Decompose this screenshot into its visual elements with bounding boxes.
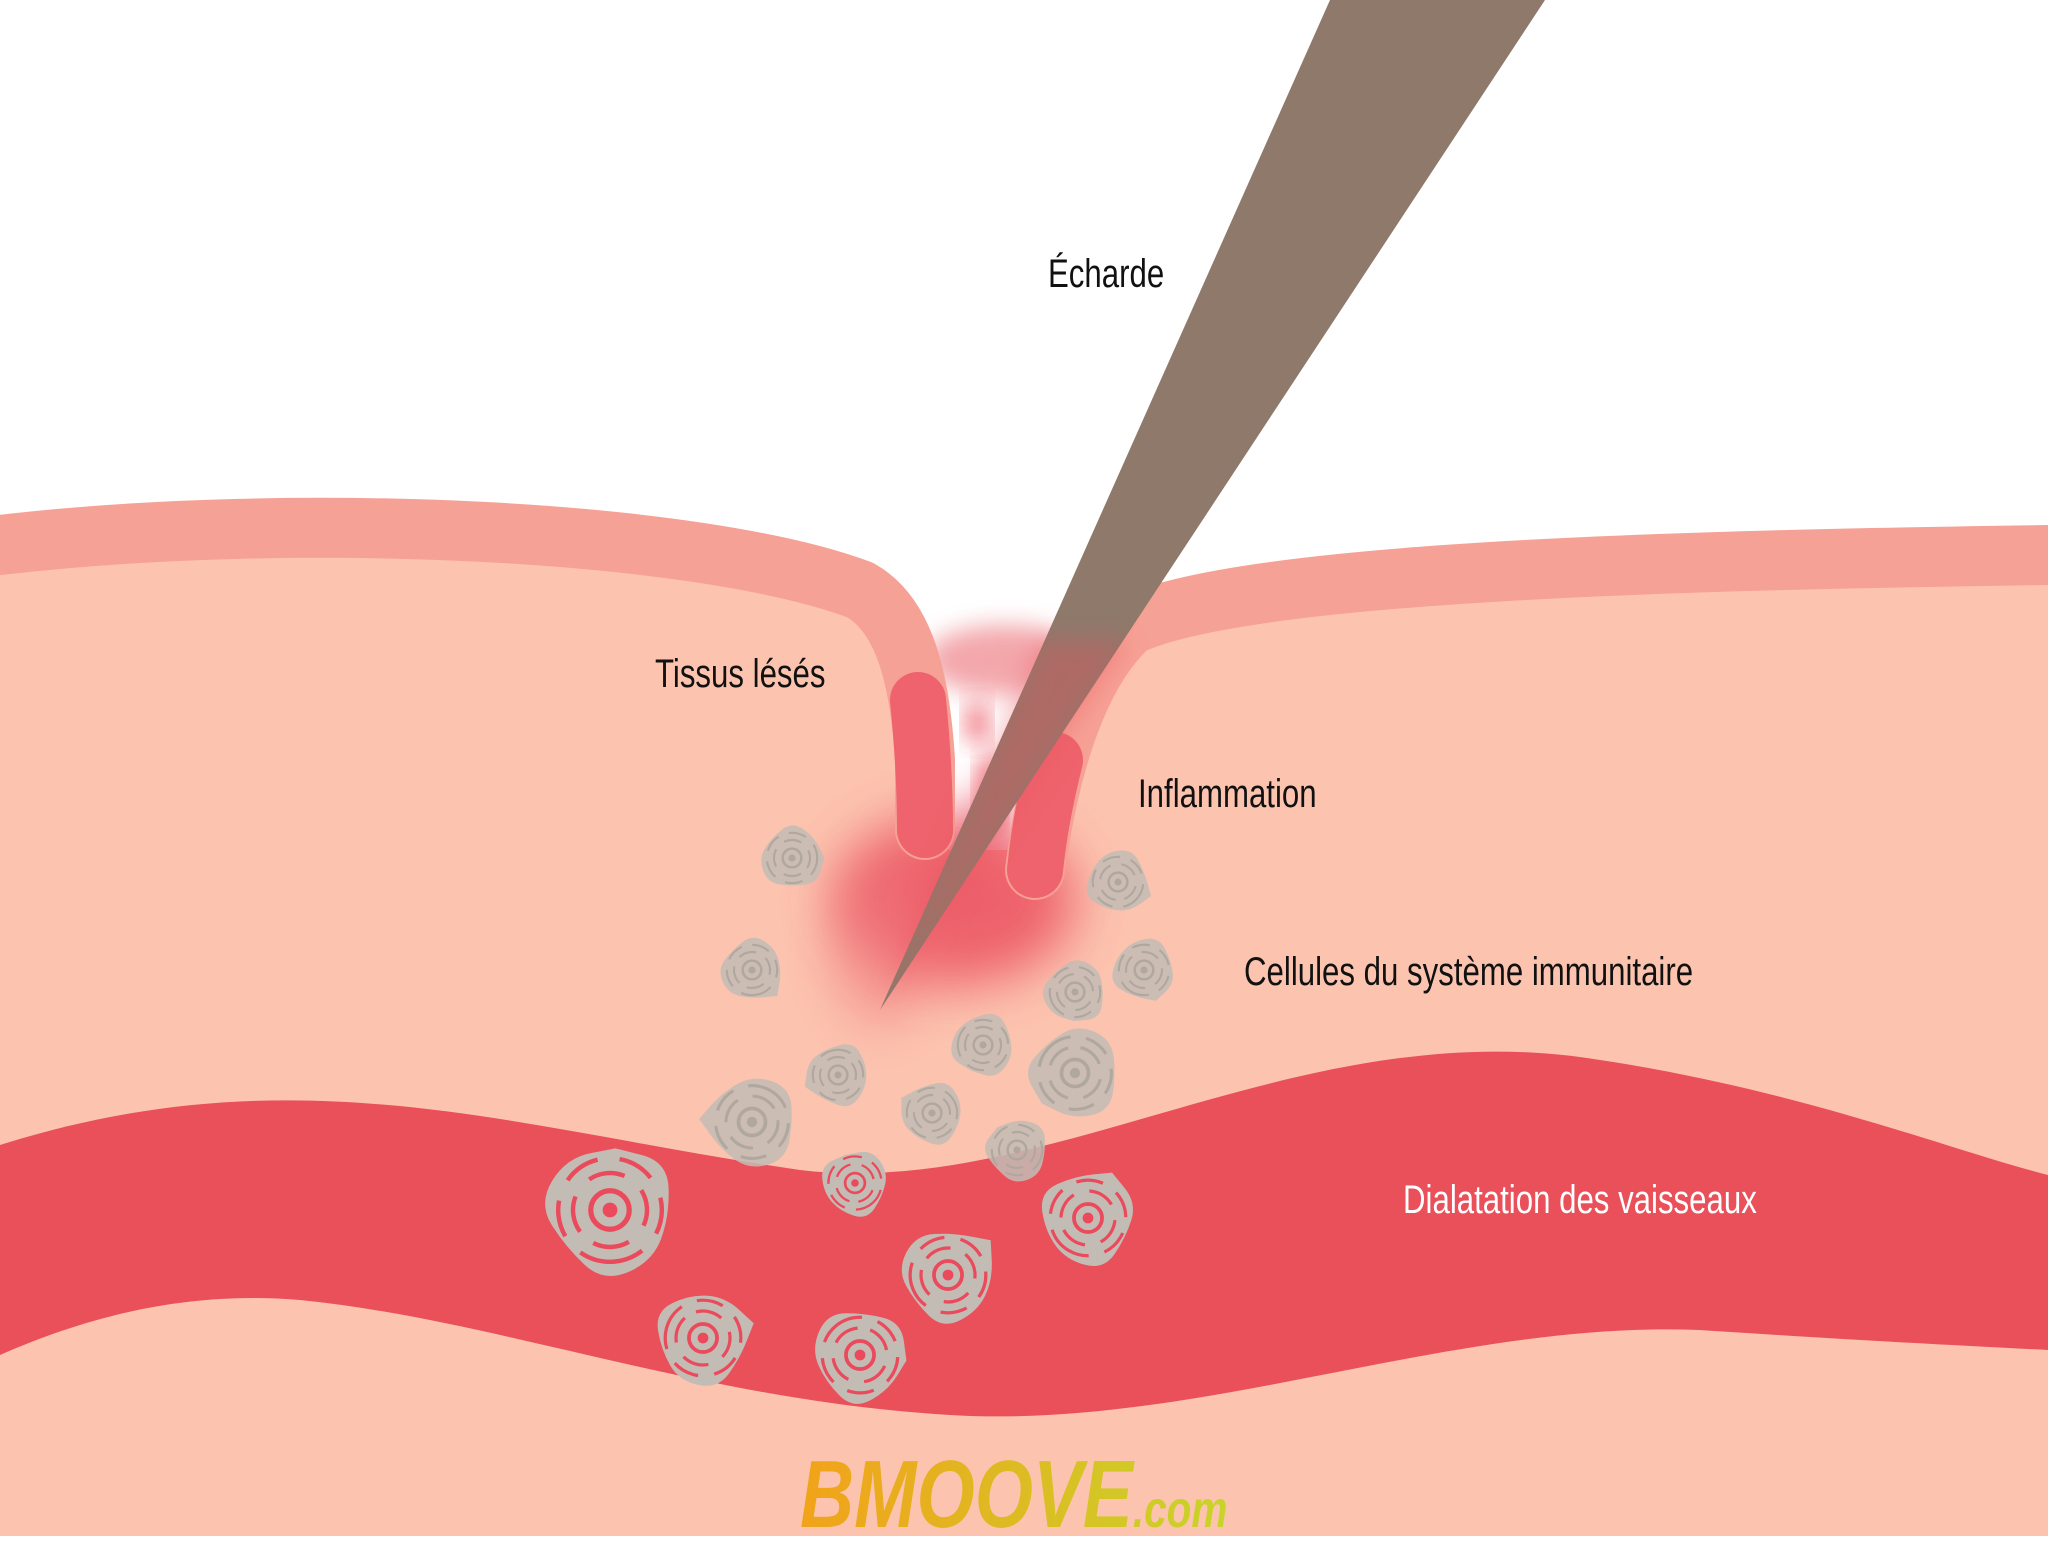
cell-nucleolus	[1069, 1067, 1081, 1079]
cell-organelle	[1047, 1045, 1103, 1101]
label-inflammation: Inflammation	[1138, 772, 1317, 816]
cell-nucleolus	[851, 1179, 859, 1187]
immune-cell	[1112, 938, 1173, 1001]
cell-organelle	[956, 1018, 1010, 1072]
immune-cell	[815, 1313, 907, 1404]
cell-nucleus	[1064, 981, 1086, 1003]
cell-organelle	[831, 1326, 889, 1384]
cell-organelle	[724, 1094, 780, 1150]
cell-nucleolus	[1013, 1146, 1021, 1154]
cell-organelle	[905, 1086, 959, 1140]
cell-organelle	[1059, 1189, 1117, 1247]
label-immune-cells: Cellules du système immunitaire	[1244, 950, 1694, 994]
cell-nucleus	[972, 1034, 994, 1056]
immune-cell	[804, 1044, 867, 1107]
cell-organelle	[811, 1048, 865, 1102]
cell-nucleus	[921, 1102, 943, 1124]
logo-suffix: .com	[1132, 1481, 1228, 1539]
immune-cell	[699, 1078, 792, 1167]
logo-main: BMOOVE	[800, 1441, 1133, 1548]
cell-organelle	[1048, 1178, 1128, 1258]
brand-logo: BMOOVE.com	[800, 1440, 1228, 1550]
cell-nucleolus	[834, 1071, 842, 1079]
cell-organelle	[963, 1025, 1003, 1065]
cell-nucleus	[687, 1322, 719, 1354]
cell-organelle	[997, 1130, 1037, 1170]
cell-nucleus	[844, 1339, 876, 1371]
cell-nucleolus	[602, 1202, 618, 1218]
cell-nucleus	[827, 1064, 849, 1086]
cell-nucleus	[781, 847, 803, 869]
immune-cell	[901, 1082, 961, 1145]
cell-organelle	[1055, 972, 1095, 1012]
cell-organelle	[570, 1170, 650, 1250]
immune-cell	[1086, 850, 1152, 911]
cell-nucleolus	[942, 1269, 954, 1281]
label-splinter: Écharde	[1048, 252, 1165, 296]
cell-nucleolus	[788, 854, 796, 862]
cell-nucleus	[736, 1106, 768, 1138]
cell-organelle	[827, 1155, 883, 1211]
immune-cell	[1028, 1028, 1115, 1117]
cell-nucleus	[588, 1188, 632, 1232]
cell-nucleus	[1133, 959, 1155, 981]
cell-organelle	[772, 838, 812, 878]
cell-organelle	[908, 1235, 988, 1315]
cell-organelle	[732, 950, 772, 990]
immune-cell	[951, 1013, 1012, 1076]
damaged-skin-left	[890, 672, 953, 858]
cell-nucleolus	[1071, 988, 1079, 996]
cell-organelle	[919, 1246, 977, 1304]
cell-organelle	[674, 1309, 732, 1367]
cell-nucleolus	[1140, 966, 1148, 974]
cell-organelle	[765, 831, 819, 885]
immune-cell	[761, 825, 825, 886]
cell-organelle	[555, 1155, 665, 1265]
cell-organelle	[818, 1055, 858, 1095]
cell-nucleus	[741, 959, 763, 981]
label-vessel-dilation: Dialatation des vaisseaux	[1403, 1178, 1757, 1222]
immune-cell	[1041, 1172, 1134, 1267]
immune-cell	[545, 1148, 669, 1276]
cell-nucleus	[843, 1171, 867, 1195]
cell-organelle	[1124, 950, 1164, 990]
immune-cell	[1042, 960, 1103, 1022]
cell-nucleus	[1072, 1202, 1104, 1234]
cell-nucleus	[932, 1259, 964, 1291]
cell-nucleolus	[979, 1041, 987, 1049]
cell-organelle	[663, 1298, 743, 1378]
cell-organelle	[1091, 855, 1145, 909]
cell-nucleolus	[746, 1116, 758, 1128]
cell-organelle	[714, 1084, 790, 1160]
immune-cell	[720, 937, 781, 998]
cell-nucleolus	[928, 1109, 936, 1117]
cell-nucleus	[1059, 1057, 1091, 1089]
immune-cell	[984, 1120, 1045, 1182]
blood-vessel	[0, 1051, 2048, 1417]
cell-nucleus	[1107, 871, 1129, 893]
cell-organelle	[990, 1123, 1044, 1177]
immune-cell	[901, 1233, 992, 1324]
cell-organelle	[912, 1093, 952, 1133]
cell-organelle	[1048, 965, 1102, 1019]
label-damaged-tissue: Tissus lésés	[655, 652, 826, 696]
cell-nucleolus	[697, 1332, 709, 1344]
cell-organelle	[820, 1315, 900, 1395]
damaged-skin-right	[1007, 732, 1083, 898]
immune-cells	[545, 825, 1173, 1404]
immune-cell	[822, 1151, 886, 1217]
cell-nucleolus	[748, 966, 756, 974]
immune-cell	[657, 1295, 754, 1386]
cell-nucleolus	[1082, 1212, 1094, 1224]
cell-nucleolus	[1114, 878, 1122, 886]
cell-organelle	[1117, 943, 1171, 997]
cell-nucleus	[1006, 1139, 1028, 1161]
cell-organelle	[1037, 1035, 1113, 1111]
cell-nucleolus	[854, 1349, 866, 1361]
skin-surface-left	[0, 497, 955, 860]
cell-organelle	[834, 1162, 876, 1204]
cell-organelle	[725, 943, 779, 997]
